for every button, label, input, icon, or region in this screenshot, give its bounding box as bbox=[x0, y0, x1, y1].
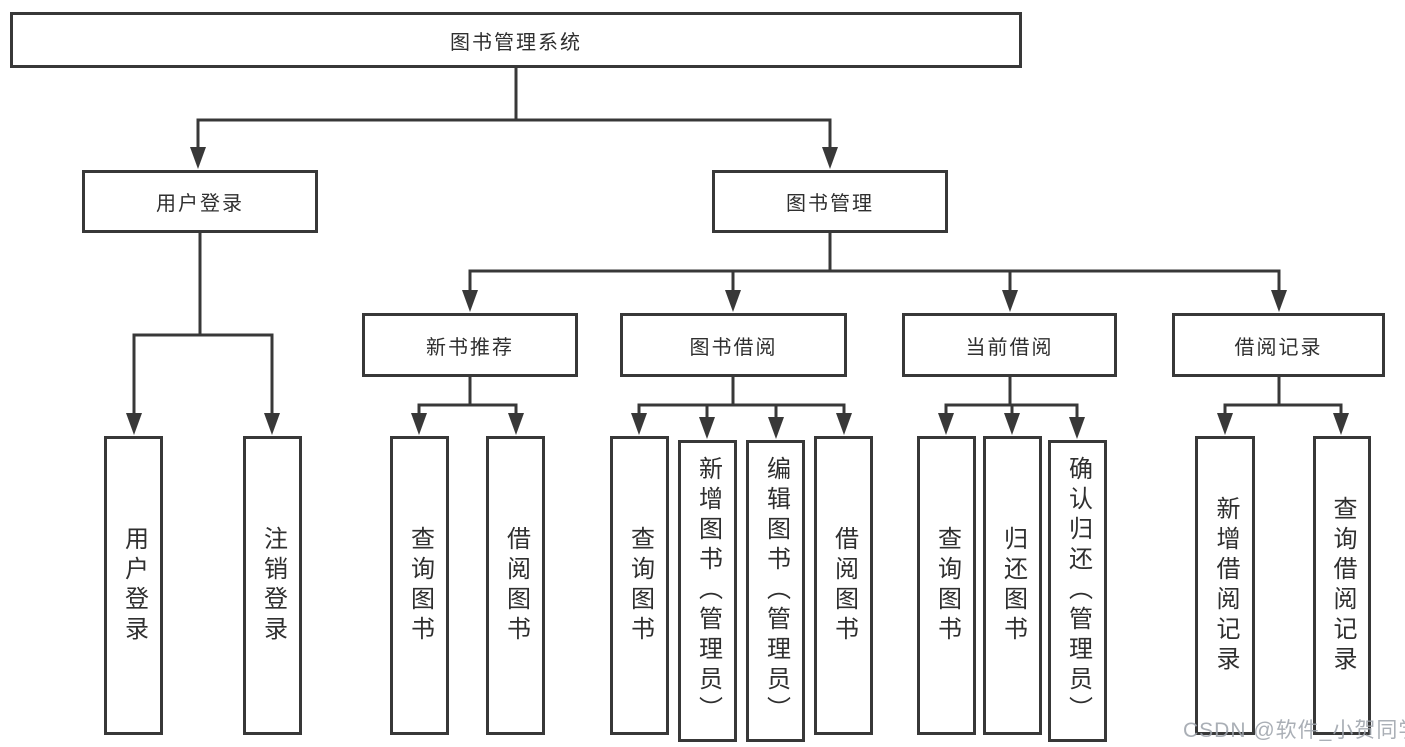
connector-borrow-midstems bbox=[705, 405, 778, 422]
arrow-down-icon bbox=[1217, 413, 1233, 435]
connector-root-bus bbox=[196, 118, 832, 152]
leaf-add-borrow-record: 新增借阅记录 bbox=[1195, 436, 1255, 735]
arrow-down-icon bbox=[836, 413, 852, 435]
leaf-user-login: 用户登录 bbox=[104, 436, 163, 735]
arrow-down-icon bbox=[190, 147, 206, 169]
leaf-borrow-books-recommend: 借阅图书 bbox=[486, 436, 545, 735]
leaf-query-borrow-record: 查询借阅记录 bbox=[1313, 436, 1371, 735]
connector-userlogin-bus bbox=[132, 333, 274, 418]
node-new-book-recommend: 新书推荐 bbox=[362, 313, 578, 377]
leaf-label: 查询图书 bbox=[933, 525, 961, 646]
node-label: 新书推荐 bbox=[426, 336, 514, 359]
leaf-confirm-return-admin: 确认归还（管理员） bbox=[1048, 440, 1107, 742]
leaf-label: 注销登录 bbox=[259, 525, 287, 646]
leaf-label: 借阅图书 bbox=[830, 525, 858, 646]
node-borrowing-records: 借阅记录 bbox=[1172, 313, 1385, 377]
leaf-add-books-admin: 新增图书（管理员） bbox=[678, 440, 737, 742]
arrow-down-icon bbox=[1069, 417, 1085, 439]
arrow-down-icon bbox=[1271, 290, 1287, 312]
connector-bookmgmt-bus bbox=[468, 269, 1281, 295]
arrow-down-icon bbox=[264, 413, 280, 435]
arrow-down-icon bbox=[411, 413, 427, 435]
arrow-down-icon bbox=[938, 413, 954, 435]
leaf-label: 查询图书 bbox=[626, 525, 654, 646]
node-label: 图书借阅 bbox=[689, 336, 778, 359]
arrow-down-icon bbox=[508, 413, 524, 435]
node-label: 借阅记录 bbox=[1234, 336, 1323, 359]
arrow-down-icon bbox=[126, 413, 142, 435]
node-label: 用户登录 bbox=[156, 193, 244, 215]
leaf-label: 归还图书 bbox=[999, 525, 1027, 646]
arrow-down-icon bbox=[631, 413, 647, 435]
connector-bookmgmt-midstems bbox=[731, 271, 1012, 295]
leaf-logout-login: 注销登录 bbox=[243, 436, 302, 735]
arrow-down-icon bbox=[699, 417, 715, 439]
node-book-borrowing: 图书借阅 bbox=[620, 313, 847, 377]
leaf-label: 查询图书 bbox=[406, 525, 434, 646]
node-current-borrowing: 当前借阅 bbox=[902, 313, 1117, 377]
node-root-label: 图书管理系统 bbox=[450, 31, 582, 54]
leaf-query-books-current: 查询图书 bbox=[917, 436, 976, 735]
leaf-label: 查询借阅记录 bbox=[1329, 495, 1356, 676]
arrow-down-icon bbox=[1333, 413, 1349, 435]
node-user-login-branch: 用户登录 bbox=[82, 170, 318, 233]
arrow-down-icon bbox=[1004, 413, 1020, 435]
leaf-label: 确认归还（管理员） bbox=[1064, 456, 1092, 726]
node-root-library-system: 图书管理系统 bbox=[10, 12, 1022, 68]
csdn-watermark: CSDN @软件_小贺同学 bbox=[1183, 719, 1405, 742]
connector-borrow-bus bbox=[637, 403, 846, 418]
leaf-label: 用户登录 bbox=[120, 525, 148, 646]
leaf-label: 新增图书（管理员） bbox=[694, 456, 722, 726]
arrow-down-icon bbox=[725, 290, 741, 312]
leaf-query-books-borrow: 查询图书 bbox=[610, 436, 669, 735]
node-label: 当前借阅 bbox=[965, 336, 1054, 359]
leaf-edit-books-admin: 编辑图书（管理员） bbox=[746, 440, 805, 742]
connector-newbook-bus bbox=[417, 403, 518, 418]
arrow-down-icon bbox=[462, 290, 478, 312]
leaf-label: 借阅图书 bbox=[502, 525, 530, 646]
leaf-borrow-books: 借阅图书 bbox=[814, 436, 873, 735]
connector-current-bus bbox=[944, 403, 1079, 422]
arrow-down-icon bbox=[822, 147, 838, 169]
leaf-label: 编辑图书（管理员） bbox=[762, 456, 790, 726]
leaf-query-books-recommend: 查询图书 bbox=[390, 436, 449, 735]
node-label: 图书管理 bbox=[786, 193, 874, 215]
node-book-management-branch: 图书管理 bbox=[712, 170, 948, 233]
leaf-label: 新增借阅记录 bbox=[1212, 495, 1239, 676]
arrow-down-icon bbox=[1002, 290, 1018, 312]
arrow-down-icon bbox=[768, 417, 784, 439]
leaf-return-books: 归还图书 bbox=[983, 436, 1042, 735]
connector-records-bus bbox=[1223, 403, 1343, 418]
